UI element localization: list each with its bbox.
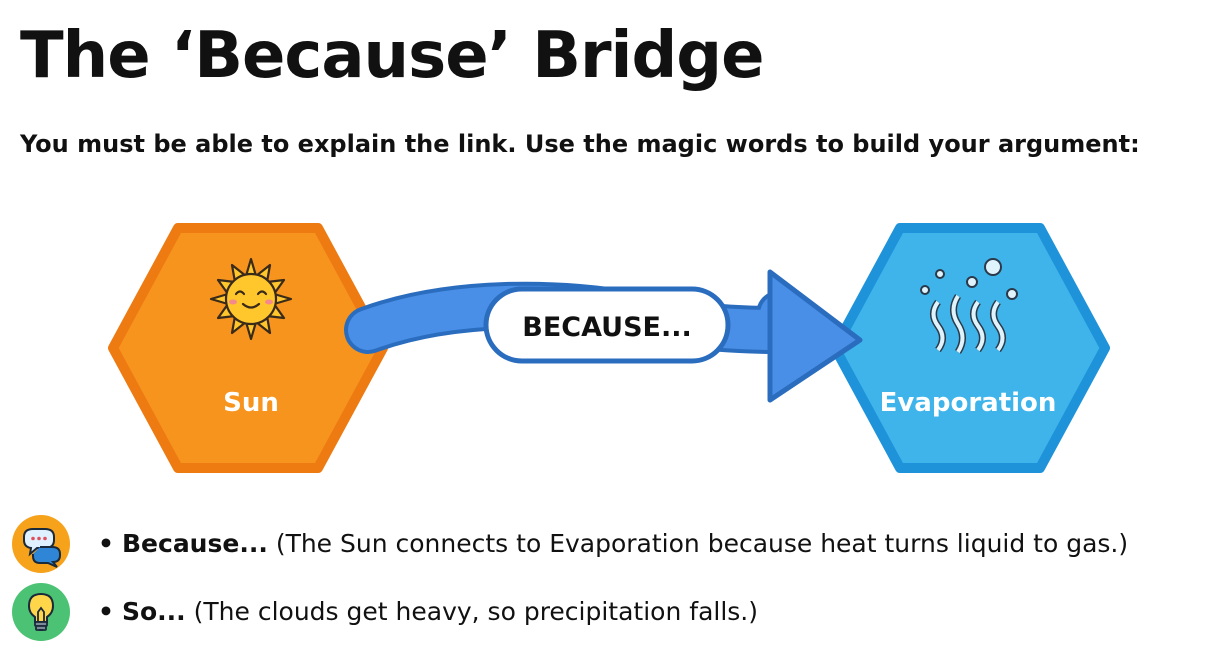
list-item-so: •So...(The clouds get heavy, so precipit… [12, 582, 1128, 642]
bullet-dot: • [98, 597, 114, 626]
evaporation-label: Evaporation [880, 388, 1057, 418]
list-item-because: •Because...(The Sun connects to Evaporat… [12, 514, 1128, 574]
because-bridge-diagram: Sun Evaporation BECAUSE... [108, 223, 1110, 473]
bullet-dot: • [98, 529, 114, 558]
because-connector-label-box: BECAUSE... [483, 286, 731, 364]
so-explanation: (The clouds get heavy, so precipitation … [193, 597, 758, 626]
page-subtitle: You must be able to explain the link. Us… [20, 130, 1140, 158]
evaporation-node: Evaporation [830, 223, 1110, 473]
list-item-text: •So...(The clouds get heavy, so precipit… [98, 596, 758, 628]
sun-node: Sun [108, 223, 388, 473]
lightbulb-icon [12, 583, 70, 641]
chat-bubbles-icon [12, 515, 70, 573]
magic-word-so: So... [121, 597, 186, 626]
because-connector-label: BECAUSE... [522, 312, 692, 343]
steam-icon [920, 258, 1018, 354]
page-title: The ‘Because’ Bridge [20, 19, 764, 93]
because-explanation: (The Sun connects to Evaporation because… [275, 529, 1129, 558]
sun-label: Sun [223, 388, 279, 418]
magic-word-because: Because... [121, 529, 268, 558]
list-item-text: •Because...(The Sun connects to Evaporat… [98, 528, 1128, 560]
sun-icon [209, 257, 293, 341]
magic-words-list: •Because...(The Sun connects to Evaporat… [12, 514, 1128, 650]
